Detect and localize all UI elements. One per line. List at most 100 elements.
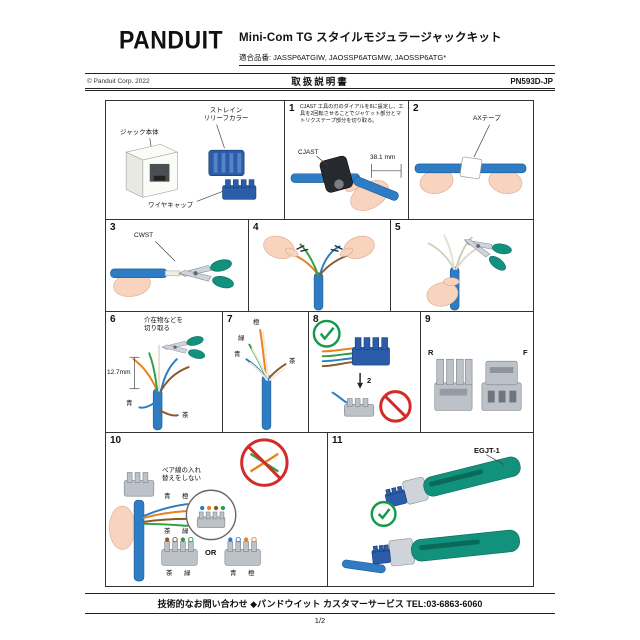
double-rule (85, 88, 555, 91)
step-number: 8 (313, 314, 319, 325)
step-number: 3 (110, 222, 116, 233)
label-brown: 茶 (182, 412, 189, 419)
step1-note: CJAST 工具の刃のダイアルを8に設定し、工具を2回転させることでジャケット部… (300, 104, 404, 124)
step-number: 10 (110, 435, 122, 446)
label-blue: 青 (234, 351, 241, 358)
label-brown: 茶 (164, 528, 171, 535)
jack-body-illustration (125, 143, 179, 198)
check-icon (312, 319, 341, 348)
parts-illustration (125, 124, 257, 202)
doc-title: Mini-Com TG スタイルモジュラージャックキット (239, 32, 502, 44)
label-orange: 橙 (248, 570, 255, 577)
label-orange: 橙 (253, 319, 260, 326)
strain-relief-collar-illustration (208, 149, 245, 177)
egjt-tool-open (384, 456, 521, 508)
label-strain-relief-collar: ストレイン リリーフカラー (203, 107, 249, 123)
label-blue: 青 (230, 570, 237, 577)
label-green: 緑 (238, 335, 245, 342)
instruction-sheet: PANDUIT Mini-Com TG スタイルモジュラージャックキット 適合品… (85, 0, 555, 625)
step4-illustration (263, 235, 375, 311)
step-row-2: 3 CWST 4 (105, 219, 535, 312)
step-number: 9 (425, 314, 431, 325)
label-jack-body: ジャック本体 (120, 129, 159, 136)
step-number: 4 (253, 222, 259, 233)
magnifier-view (185, 489, 237, 541)
check-icon (370, 500, 397, 528)
meta-row: © Panduit Corp. 2022 取扱説明書 PN593D-JP (85, 74, 555, 89)
egjt-tool-closed (342, 529, 520, 574)
step9-illustration (434, 358, 522, 411)
label-cjast: CJAST (298, 149, 319, 156)
label-count: 2 (367, 376, 372, 385)
panduit-logo: PANDUIT (119, 26, 224, 55)
wire-cap-illustration (222, 179, 257, 200)
label-dimension-38mm: 38.1 mm (370, 154, 396, 161)
label-brown: 茶 (289, 358, 296, 365)
label-rear: R (428, 348, 434, 357)
wire-cap-illustration (123, 472, 155, 497)
panel-step-8: 8 (308, 311, 421, 433)
step6-note: 介在物などを 切り取る (144, 317, 183, 333)
label-cwst: CWST (134, 232, 154, 239)
label-wire-cap: ワイヤキャップ (148, 202, 194, 209)
panel-parts: ストレイン リリーフカラー ジャック本体 ワイヤキャップ (105, 100, 285, 220)
step3-illustration (110, 241, 234, 297)
step-number: 11 (332, 435, 343, 446)
label-front: F (523, 348, 528, 357)
page-number: 1/2 (314, 616, 326, 625)
panel-step-1: 1 CJAST 工具の刃のダイアルを8に設定し、工具を2回転させることでジャ (284, 100, 409, 220)
label-blue: 青 (164, 493, 171, 500)
panel-step-3: 3 CWST (105, 219, 249, 312)
panel-step-2: 2 AXテープ (408, 100, 534, 220)
step2-illustration (414, 124, 527, 194)
header-title-block: Mini-Com TG スタイルモジュラージャックキット 適合品番: JASSP… (239, 29, 555, 66)
step-row-4: 10 (105, 432, 535, 587)
doc-type-label: 取扱説明書 (291, 77, 349, 88)
label-brown: 茶 (166, 570, 173, 577)
step-number: 6 (110, 314, 116, 325)
header: PANDUIT Mini-Com TG スタイルモジュラージャックキット 適合品… (85, 26, 555, 66)
label-blue: 青 (126, 400, 133, 407)
jack-front-illustration (481, 360, 522, 411)
doc-code: PN593D-JP (510, 76, 553, 86)
step10-illustration (109, 438, 289, 582)
copyright: © Panduit Corp. 2022 (87, 77, 150, 85)
step-number: 5 (395, 222, 401, 233)
cwst-scissors-illustration (178, 259, 234, 289)
pinout-option-b (224, 536, 261, 566)
jack-rear-illustration (434, 358, 473, 411)
prohibition-icon (379, 390, 412, 423)
step7-illustration (245, 329, 287, 430)
footer: 技術的なお問い合わせ ◆パンドウイット カスタマーサービス TEL:03-686… (85, 593, 555, 625)
step10-note: ペア線の入れ 替えをしない (162, 467, 201, 483)
cjast-tool-illustration (319, 155, 353, 193)
footer-rule-top (85, 593, 555, 594)
label-green: 緑 (182, 528, 189, 535)
panel-step-11: 11 (327, 432, 534, 587)
panel-step-4: 4 (248, 219, 391, 312)
panel-step-9: 9 (420, 311, 534, 433)
step-row-1: ストレイン リリーフカラー ジャック本体 ワイヤキャップ 1 (105, 100, 535, 220)
pinout-option-a (161, 536, 198, 566)
step-number: 7 (227, 314, 233, 325)
wire-cap-illustration (351, 337, 390, 366)
ax-tape-illustration (459, 156, 483, 180)
label-or: OR (205, 548, 217, 557)
label-dimension-12mm: 12.7mm (107, 369, 131, 376)
label-egjt: EGJT-1 (474, 446, 500, 455)
scissors-illustration (463, 239, 512, 271)
prohibition-icon (240, 438, 289, 487)
part-numbers: 適合品番: JASSP6ATGIW, JAOSSP6ATGMW, JAOSSP6… (239, 52, 555, 66)
footer-rule-bottom (85, 613, 555, 614)
step-grid: ストレイン リリーフカラー ジャック本体 ワイヤキャップ 1 (105, 100, 535, 587)
panel-step-5: 5 (390, 219, 534, 312)
small-cap-illustration (331, 391, 375, 417)
step5-illustration (426, 234, 512, 311)
panel-step-10: 10 (105, 432, 328, 587)
footer-contact: 技術的なお問い合わせ ◆パンドウイット カスタマーサービス TEL:03-686… (157, 599, 483, 609)
label-green: 緑 (184, 570, 191, 577)
label-ax-tape: AXテープ (473, 115, 501, 122)
step-number: 2 (413, 103, 419, 114)
step1-illustration (290, 155, 402, 211)
panel-step-7: 7 橙 緑 青 茶 (222, 311, 309, 433)
